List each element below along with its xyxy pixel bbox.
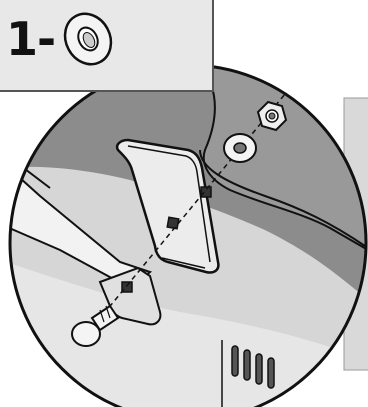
washer	[224, 134, 256, 162]
chassis-hole	[201, 187, 211, 197]
bracket-hole	[167, 217, 179, 229]
washer-icon	[58, 8, 116, 70]
step-callout: 1-	[0, 0, 214, 92]
step-number: 1-	[6, 16, 55, 62]
